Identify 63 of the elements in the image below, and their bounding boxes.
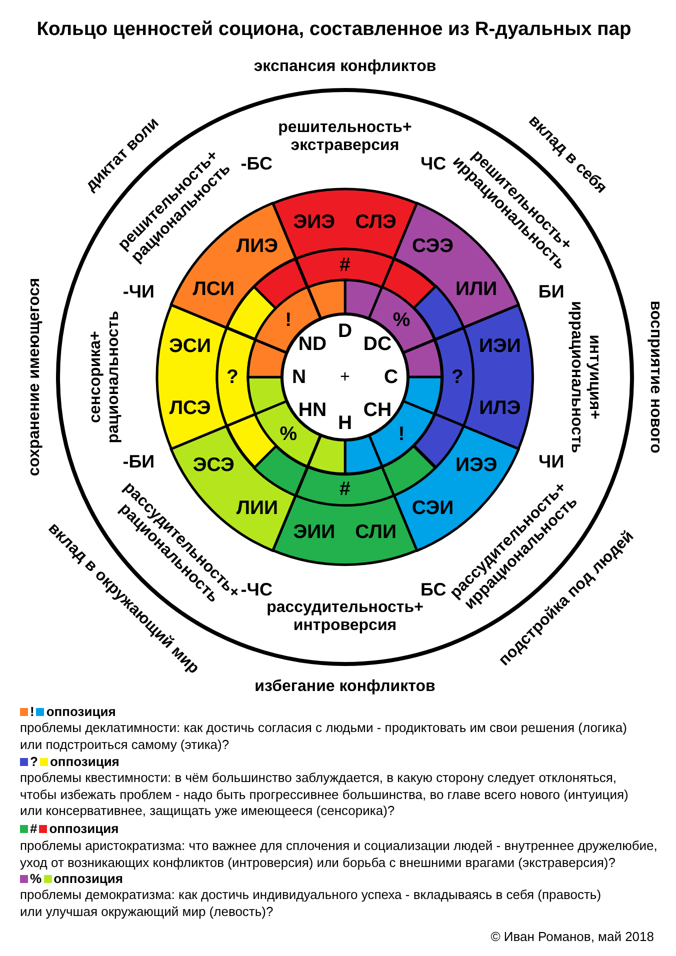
direction-label: DC [363,333,392,356]
type-label: ИЭЭ [455,454,498,476]
direction-label: D [338,320,352,342]
dichotomy-label: рассудительность+ интроверсия [266,599,424,635]
direction-label: C [384,366,398,388]
type-label: СЭЭ [412,234,454,256]
legend-label: % [30,871,42,886]
direction-label: CH [363,398,392,421]
symbol-label: # [340,253,350,276]
type-label: ИЛИ [455,278,498,300]
dichotomy-label: сенсорика+ рациональность [87,310,123,444]
type-label: СЭИ [412,497,454,520]
legend-description: проблемы демократизма: как достичь индивидуального успеха - вкладываясь в себя (правость) или улучшая окружающий мир (левость)? [20,887,602,920]
copyright-note: © Иван Романов, май 2018 [490,929,654,945]
type-label: ЛИЭ [236,234,278,257]
symbol-label: ! [398,422,405,445]
function-label: ЧС [420,153,446,174]
type-label: ИЭИ [479,334,521,358]
function-label: -ЧС [240,580,272,601]
direction-label: ND [298,333,327,356]
function-label: ЧИ [538,452,564,473]
type-label: ЭСЭ [192,454,234,476]
direction-label: HN [298,398,327,421]
outer-caption: сохранение имеющегося [26,278,44,476]
legend-label: оппозиция [46,704,116,719]
symbol-label: ? [226,366,238,388]
function-label: БС [420,580,446,601]
diagram-title: Кольцо ценностей социона, составленное из R-дуальных пар [36,18,632,42]
symbol-label: % [392,309,410,332]
outer-caption: экспансия конфликтов [254,58,436,76]
type-label: ЭСИ [169,334,212,358]
legend-description: проблемы аристократизма: что важнее для сплочения и социализации людей - внутреннее дружелюбие, уход от возникающих конфликтов (интроверсия) или борьба с внешними врагами (экстраверсия)? [20,838,658,871]
legend-label: ? [30,754,38,769]
outer-caption: восприятие нового [646,300,664,454]
type-label: ЛСЭ [169,396,211,420]
symbol-label: ! [285,309,292,332]
type-label: ЛИИ [236,497,278,520]
function-label: -БС [240,153,272,174]
legend-description: проблемы квестимности: в чём большинство заблуждается, в какую сторону следует отклоняться, чтобы избежать проблем - надо быть прогрессивнее большинства, во главе всего нового (интуиция) или консервативнее, защищать уже имеющееся (сенсорика)? [20,770,630,820]
legend-label: оппозиция [50,754,120,769]
function-label: БИ [538,281,564,302]
function-label: -ЧИ [122,281,154,302]
dichotomy-label: интуиция+ иррациональность [567,300,603,454]
legend-description: проблемы деклатимности: как достичь согласия с людьми - продиктовать им свои решения (логика) или подстроиться самому (этика)? [20,720,628,753]
type-label: ИЛЭ [479,396,521,420]
direction-label: N [292,366,306,388]
type-label: ЭИЭ [293,210,336,234]
symbol-label: # [340,478,350,501]
type-label: СЛИ [355,520,396,544]
legend-label: оппозиция [54,871,123,886]
plus-sign: + [340,367,350,387]
direction-label: H [338,412,352,434]
symbol-label: % [280,422,298,445]
type-label: СЛЭ [355,210,396,234]
dichotomy-label: решительность+ экстраверсия [278,119,412,155]
legend-label: ! [30,704,34,719]
symbol-label: ? [452,366,464,388]
type-label: ЛСИ [192,278,234,300]
outer-caption: избегание конфликтов [254,678,436,696]
legend-label: оппозиция [49,821,119,836]
function-label: -БИ [122,452,155,473]
type-label: ЭИИ [293,520,336,544]
legend-label: # [30,821,38,836]
